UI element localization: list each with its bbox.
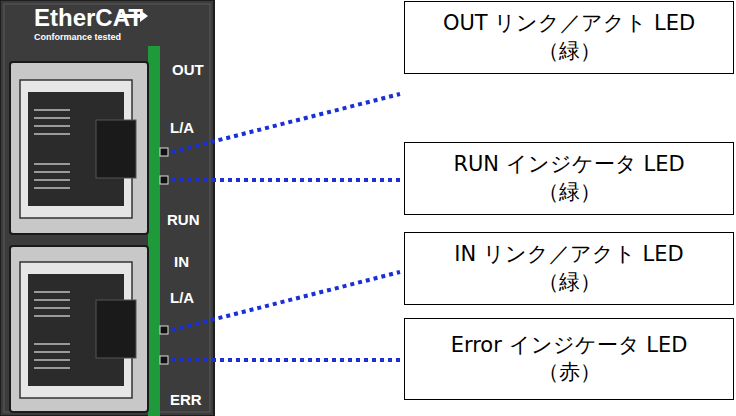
port-housing [10,246,148,412]
callout-text: RUN インジケータ LED [453,151,684,178]
leader-line [172,178,400,182]
callout-box: OUT リンク／アクト LED（緑） [404,1,734,74]
callout-text: IN リンク／アクト LED [454,241,683,268]
callout-text: （緑） [538,179,601,206]
green-strip [148,46,160,416]
led [160,326,168,334]
port-name: IN [174,254,189,269]
callout-text: （緑） [538,38,601,65]
leader-line [172,358,400,362]
port-latch [96,300,136,358]
leader-lines [172,94,400,360]
callout-text: （赤） [538,359,601,386]
callout-text: OUT リンク／アクト LED [443,10,695,37]
callout-text: Error インジケータ LED [451,332,688,359]
port-contacts [34,292,70,368]
led [160,356,168,364]
led [160,148,168,156]
certification-text: Conformance tested [34,33,121,42]
panel-body [0,0,214,416]
rj45-port [10,62,148,234]
port-name: OUT [172,62,204,77]
led [160,176,168,184]
callout-box: Error インジケータ LED（赤） [404,318,734,400]
led-name: L/A [170,290,194,305]
led-name: L/A [170,120,194,135]
callout-box: RUN インジケータ LED（緑） [404,142,734,215]
panel-bevel [4,4,210,412]
leader-line [172,94,400,152]
port-contacts [34,110,70,188]
port-housing [10,62,148,234]
callout-text: （緑） [538,269,601,296]
led-name: RUN [167,212,200,227]
leader-line [172,272,400,330]
led-name: ERR [170,392,202,407]
rj45-port [10,246,148,412]
port-latch [96,120,136,178]
brand-logo: EtherCAT [34,6,143,30]
callout-box: IN リンク／アクト LED（緑） [404,232,734,305]
